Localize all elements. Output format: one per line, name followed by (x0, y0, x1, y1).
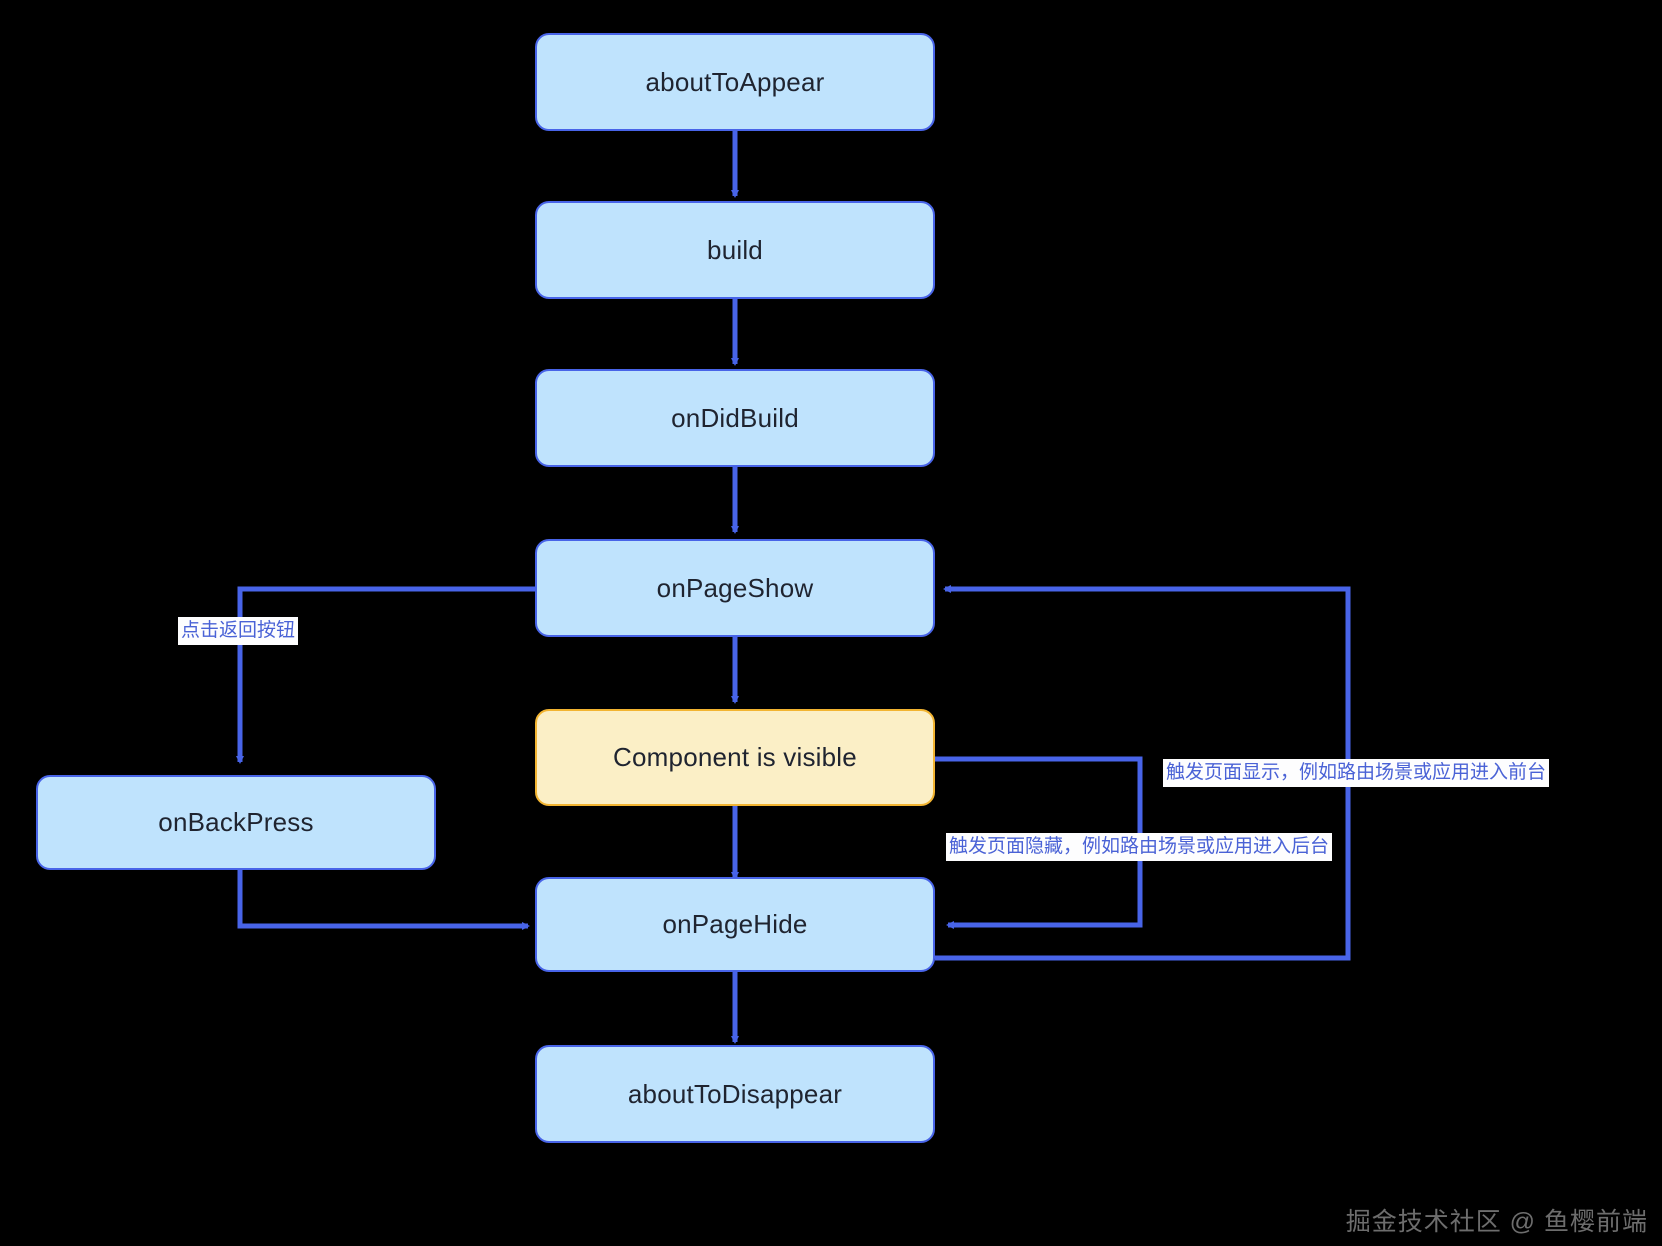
edge-label-back-button: 点击返回按钮 (178, 617, 299, 645)
node-build[interactable]: build (535, 201, 935, 299)
node-component-is-visible[interactable]: Component is visible (535, 709, 935, 806)
node-label: aboutToDisappear (627, 1078, 843, 1109)
node-label: onPageShow (656, 572, 814, 603)
node-label: aboutToAppear (645, 66, 825, 97)
node-onDidBuild[interactable]: onDidBuild (535, 369, 935, 467)
edge-onBackPress-onPageHide (237, 868, 530, 930)
node-label: onDidBuild (671, 402, 799, 433)
edge-label-page-hide: 触发页面隐藏，例如路由场景或应用进入后台 (946, 833, 1333, 861)
node-onPageShow[interactable]: onPageShow (535, 539, 935, 637)
watermark: 掘金技术社区 @ 鱼樱前端 (1345, 1208, 1648, 1236)
node-onBackPress[interactable]: onBackPress (36, 775, 436, 870)
node-label: Component is visible (613, 742, 857, 772)
edge-onPageShow-onBackPress (236, 586, 535, 764)
node-aboutToDisappear[interactable]: aboutToDisappear (535, 1045, 935, 1143)
node-label: build (707, 234, 763, 265)
edge-label-page-show: 触发页面显示，例如路由场景或应用进入前台 (1163, 759, 1550, 787)
node-label: onPageHide (662, 909, 808, 939)
node-onPageHide[interactable]: onPageHide (535, 877, 935, 972)
node-aboutToAppear[interactable]: aboutToAppear (535, 33, 935, 131)
node-label: onBackPress (158, 807, 314, 837)
